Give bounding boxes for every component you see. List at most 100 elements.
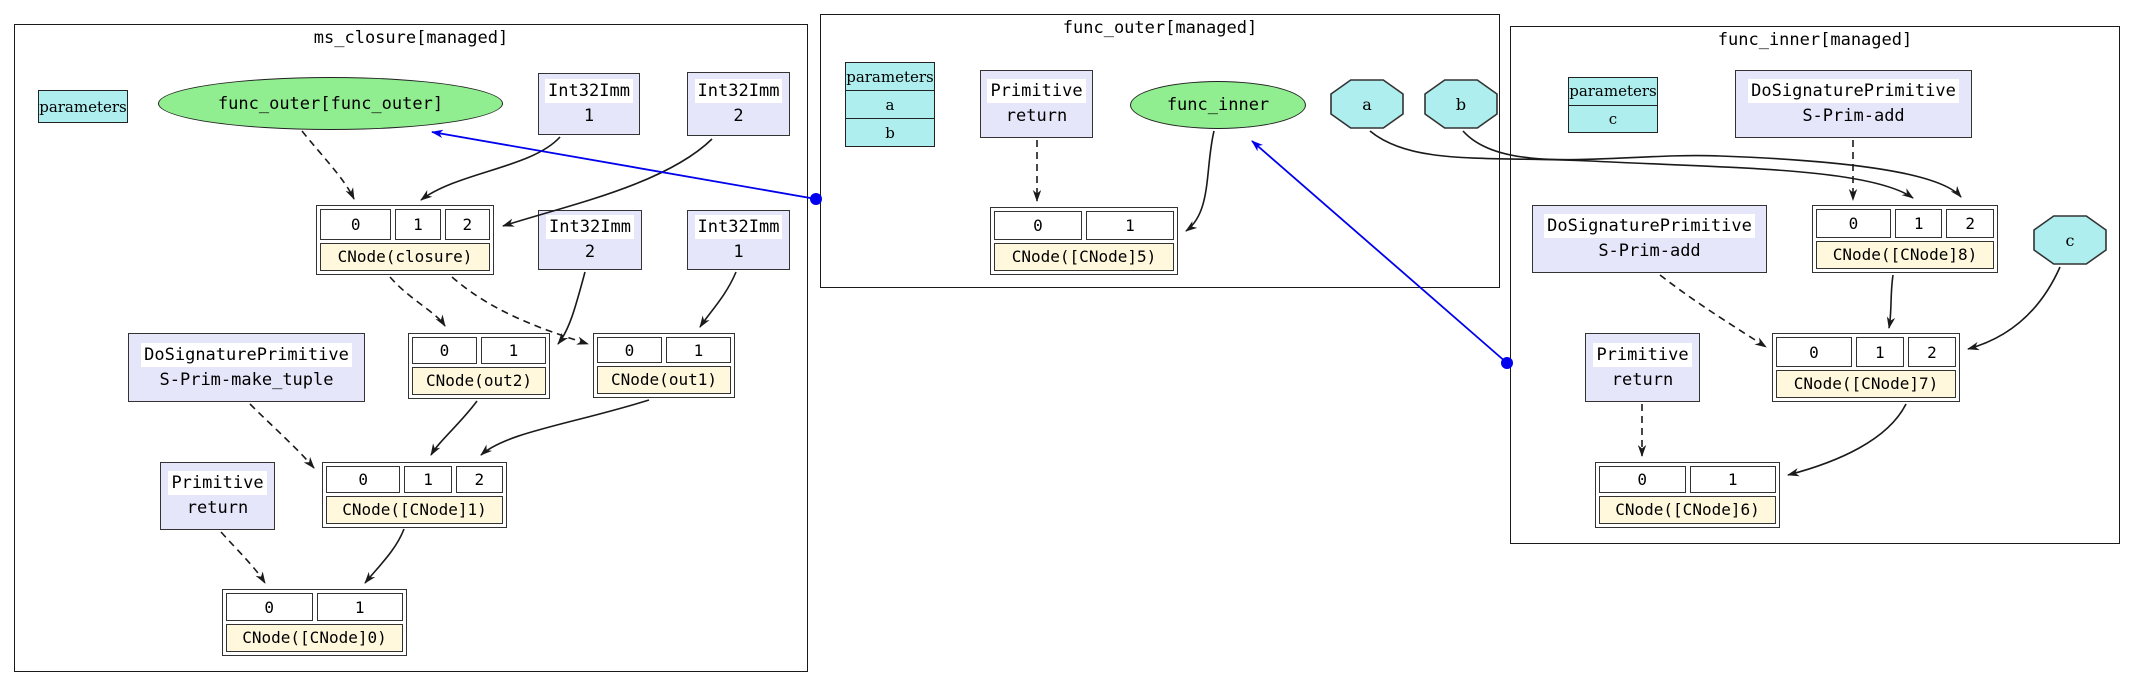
cluster-ms_closure: ms_closure[managed] [14, 24, 808, 672]
parameters-header: parameters [846, 63, 934, 91]
input-cell-0: 0 [597, 337, 662, 363]
cluster-title-func_outer: func_outer[managed] [1062, 18, 1258, 38]
input-cell-0: 0 [1816, 209, 1891, 238]
node-octagon-b: b [1424, 79, 1498, 129]
node-value-label: return [1005, 106, 1068, 126]
node-parameters-func-inner: parameters c [1568, 77, 1658, 133]
cnode-label: CNode([CNode]5) [994, 243, 1174, 271]
node-type-label: Int32Imm [694, 215, 783, 239]
node-int32imm-1-mid: Int32Imm 1 [687, 210, 790, 270]
cluster-func_inner: func_inner[managed] [1510, 26, 2120, 544]
cnode-label: CNode([CNode]0) [226, 624, 403, 652]
cnode-label: CNode([CNode]7) [1776, 370, 1956, 398]
node-value-label: 1 [733, 242, 744, 262]
octagon-shape [1424, 79, 1498, 129]
cnode-label: CNode([CNode]8) [1816, 241, 1994, 269]
node-int32imm-2-top: Int32Imm 2 [687, 72, 790, 136]
cluster-title-func_inner: func_inner[managed] [1717, 30, 1913, 50]
input-cell-1: 1 [1894, 209, 1943, 238]
parameter-label: b [1455, 94, 1467, 114]
node-value-label: 2 [733, 106, 744, 126]
node-primitive-return-outer: Primitive return [980, 70, 1093, 138]
cluster-title-ms_closure: ms_closure[managed] [313, 28, 509, 48]
input-cell-1: 1 [404, 466, 452, 493]
node-octagon-a: a [1330, 79, 1404, 129]
node-parameters-ms-closure: parameters [38, 90, 128, 123]
input-cell-0: 0 [1776, 337, 1852, 367]
input-cell-1: 1 [481, 337, 546, 364]
node-type-label: Int32Imm [694, 79, 783, 103]
input-cell-0: 0 [226, 593, 313, 621]
parameter-row: b [885, 123, 895, 142]
parameters-header: parameters [1569, 78, 1657, 106]
input-cell-1: 1 [1855, 337, 1904, 367]
node-value-label: return [186, 498, 249, 518]
input-cell-0: 0 [1599, 466, 1686, 493]
cnode-label: CNode(out2) [412, 367, 546, 395]
node-octagon-c: c [2033, 215, 2107, 265]
node-value-label: return [1611, 369, 1674, 390]
input-cell-2: 2 [1946, 209, 1995, 238]
input-cell-1: 1 [395, 209, 441, 240]
node-type-label: Primitive [987, 79, 1086, 103]
node-primitive-return-ms: Primitive return [160, 462, 275, 530]
node-label: parameters [39, 97, 127, 116]
node-func-outer-ellipse: func_outer[func_outer] [158, 77, 503, 130]
parameter-row: c [1608, 109, 1618, 128]
node-value-label: S-Prim-add [1598, 241, 1701, 261]
cnode-label: CNode([CNode]6) [1599, 496, 1776, 524]
node-func-inner-ellipse: func_inner [1130, 81, 1306, 129]
node-value-label: S-Prim-add [1802, 106, 1905, 126]
node-value-label: 2 [584, 242, 596, 262]
input-cell-2: 2 [1907, 337, 1956, 367]
node-type-label: Int32Imm [546, 215, 634, 239]
node-type-label: DoSignaturePrimitive [1748, 79, 1959, 103]
input-cell-1: 1 [1689, 466, 1776, 493]
funcgraph-label: func_inner [1166, 95, 1270, 115]
node-type-label: DoSignaturePrimitive [1544, 214, 1755, 238]
input-cell-1: 1 [316, 593, 403, 621]
cnode-label: CNode(out1) [597, 366, 731, 394]
octagon-shape [1330, 79, 1404, 129]
node-value-label: S-Prim-make_tuple [159, 369, 334, 390]
node-type-label: Int32Imm [545, 79, 633, 103]
node-type-label: DoSignaturePrimitive [141, 342, 352, 367]
node-int32imm-2-mid: Int32Imm 2 [538, 210, 642, 270]
funcgraph-label: func_outer[func_outer] [217, 93, 444, 114]
node-type-label: Primitive [1593, 342, 1692, 367]
node-type-label: Primitive [168, 471, 267, 495]
input-cell-1: 1 [666, 337, 731, 363]
cnode-label: CNode(closure) [320, 243, 490, 271]
cnode-label: CNode([CNode]1) [326, 496, 503, 524]
input-cell-0: 0 [320, 209, 392, 240]
input-cell-2: 2 [455, 466, 503, 493]
parameter-label: a [1362, 94, 1372, 114]
input-cell-2: 2 [444, 209, 490, 240]
octagon-shape [2033, 215, 2107, 265]
parameter-row: a [846, 91, 934, 119]
